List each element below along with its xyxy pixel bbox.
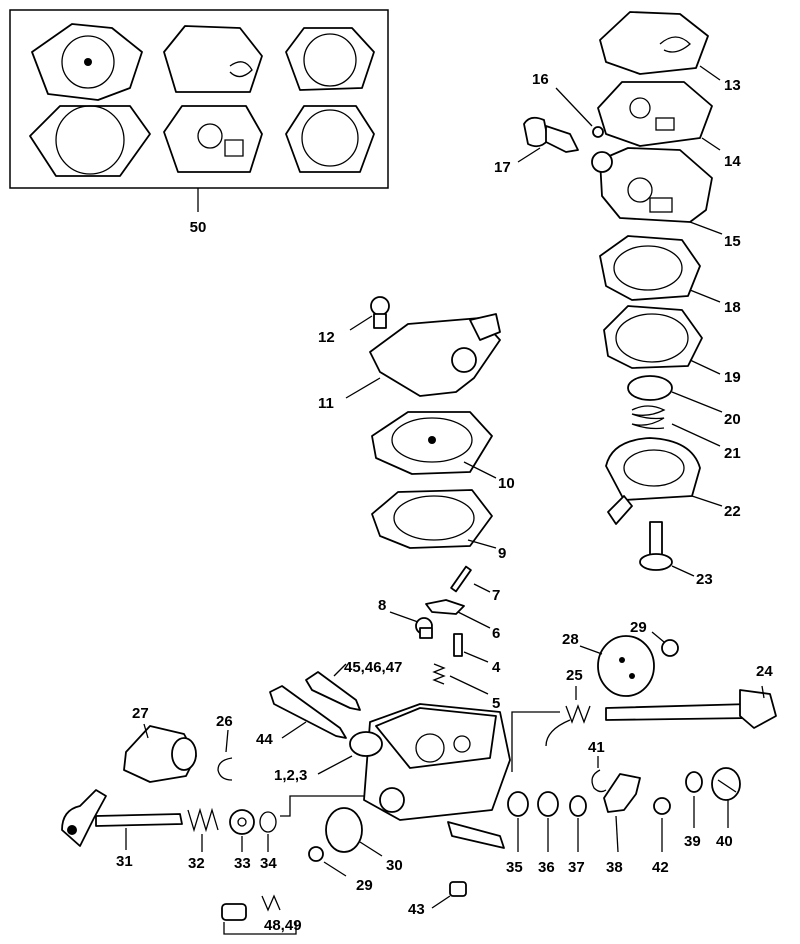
label-26: 26 bbox=[216, 713, 233, 730]
label-30: 30 bbox=[386, 857, 403, 874]
label-19: 19 bbox=[724, 369, 741, 386]
label-21: 21 bbox=[724, 445, 741, 462]
label-32: 32 bbox=[188, 855, 205, 872]
label-7: 7 bbox=[492, 587, 500, 604]
label-28: 28 bbox=[562, 631, 579, 648]
label-24: 24 bbox=[756, 663, 773, 680]
label-23: 23 bbox=[696, 571, 713, 588]
carburetor-body: 1,2,3 bbox=[274, 703, 511, 849]
label-9: 9 bbox=[498, 545, 506, 562]
label-8: 8 bbox=[378, 597, 386, 614]
label-14: 14 bbox=[724, 153, 741, 170]
label-48-49: 48,49 bbox=[264, 917, 302, 934]
throttle-group: 27 26 31 32 33 34 bbox=[61, 705, 277, 872]
label-1-2-3: 1,2,3 bbox=[274, 767, 307, 784]
label-4: 4 bbox=[492, 659, 501, 676]
label-11: 11 bbox=[318, 395, 334, 412]
cover-stack: 12 11 10 9 7 6 8 4 bbox=[318, 296, 515, 712]
label-50: 50 bbox=[190, 219, 207, 236]
label-42: 42 bbox=[652, 859, 669, 876]
label-35: 35 bbox=[506, 859, 523, 876]
label-18: 18 bbox=[724, 299, 741, 316]
adjustment-screws: 44 45,46,47 bbox=[256, 659, 402, 748]
label-44: 44 bbox=[256, 731, 273, 748]
label-37: 37 bbox=[568, 859, 585, 876]
label-33: 33 bbox=[234, 855, 251, 872]
label-39: 39 bbox=[684, 833, 701, 850]
label-43: 43 bbox=[408, 901, 425, 918]
label-5: 5 bbox=[492, 695, 500, 712]
label-22: 22 bbox=[724, 503, 741, 520]
label-15: 15 bbox=[724, 233, 741, 250]
label-41: 41 bbox=[588, 739, 605, 756]
label-34: 34 bbox=[260, 855, 277, 872]
choke-group: 28 29 24 25 35 36 37 41 38 bbox=[506, 619, 777, 876]
label-6: 6 bbox=[492, 625, 500, 642]
label-10: 10 bbox=[498, 475, 515, 492]
label-36: 36 bbox=[538, 859, 555, 876]
label-20: 20 bbox=[724, 411, 741, 428]
bottom-small-parts: 30 29 48,49 43 bbox=[221, 807, 467, 935]
label-16: 16 bbox=[532, 71, 549, 88]
label-13: 13 bbox=[724, 77, 741, 94]
label-29-upper: 29 bbox=[630, 619, 647, 636]
label-17: 17 bbox=[494, 159, 511, 176]
label-40: 40 bbox=[716, 833, 733, 850]
label-31: 31 bbox=[116, 853, 133, 870]
label-29-lower: 29 bbox=[356, 877, 373, 894]
label-45-46-47: 45,46,47 bbox=[344, 659, 402, 676]
label-12: 12 bbox=[318, 329, 335, 346]
metering-stack: 13 14 16 17 15 18 19 20 bbox=[494, 11, 741, 588]
label-25: 25 bbox=[566, 667, 583, 684]
label-27: 27 bbox=[132, 705, 149, 722]
label-38: 38 bbox=[606, 859, 623, 876]
gasket-kit-box: 50 bbox=[9, 9, 389, 236]
